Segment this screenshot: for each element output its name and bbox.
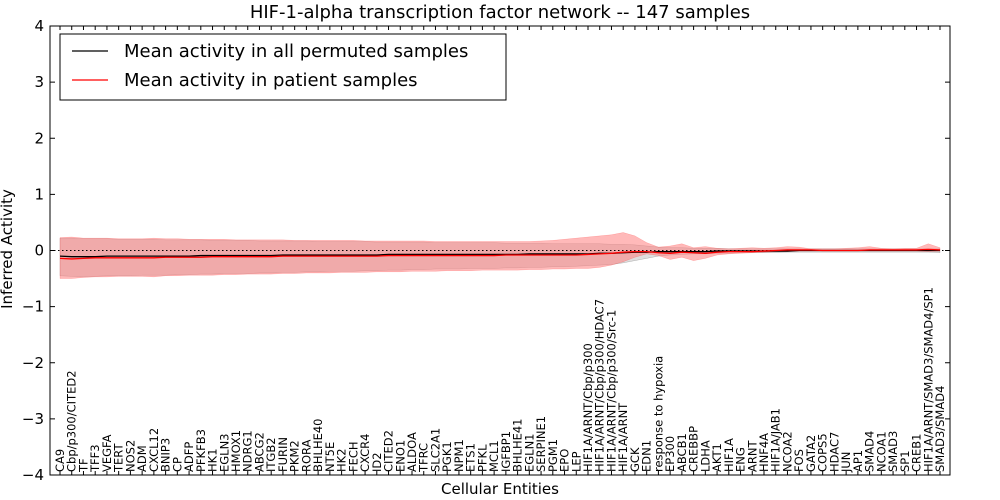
x-tick-label: TFF3 <box>88 444 102 473</box>
x-tick-label: HIF1A/ARNT/Cbp/p300 <box>581 343 595 472</box>
x-tick-label: ID2 <box>370 452 384 472</box>
x-tick-label: EPO <box>558 449 572 472</box>
x-tick-label: NPM1 <box>452 439 466 472</box>
y-tick-label: 2 <box>34 129 44 147</box>
x-tick-label: EGLN1 <box>522 433 536 472</box>
x-tick-label: ABCB1 <box>675 433 689 472</box>
y-tick-label: −3 <box>22 410 44 428</box>
y-tick-label: −4 <box>22 466 44 484</box>
x-tick-label: NOS2 <box>123 440 137 472</box>
x-tick-label: EGLN3 <box>217 433 231 472</box>
y-tick-label: −1 <box>22 298 44 316</box>
x-tick-label: HMOX1 <box>229 430 243 472</box>
x-tick-label: JUN <box>839 452 853 473</box>
y-tick-label: 3 <box>34 73 44 91</box>
x-tick-label: IGFBP1 <box>499 431 513 472</box>
x-tick-label: TFRC <box>417 443 431 473</box>
x-tick-label: NDRG1 <box>241 430 255 472</box>
x-tick-label: EDN1 <box>640 440 654 472</box>
x-tick-label: HIF1A/ARNT/Cbp/p300/Src-1 <box>604 310 618 472</box>
x-tick-label: CREB1 <box>910 434 924 473</box>
x-tick-label: TERT <box>112 443 126 473</box>
x-tick-label: HIF1A/ARNT <box>616 402 630 472</box>
series-line-1 <box>59 248 941 260</box>
x-tick-label: COPS5 <box>816 433 830 472</box>
x-tick-label: LDHA <box>698 440 712 472</box>
x-axis-label: Cellular Entities <box>441 480 559 498</box>
x-tick-label: CREBBP <box>687 426 701 472</box>
x-tick-label: AKT1 <box>710 443 724 472</box>
x-tick-label: SP1 <box>898 450 912 472</box>
x-tick-label: HIF1A/ARNT/Cbp/p300/HDAC7 <box>593 299 607 472</box>
x-tick-label: HDAC7 <box>827 432 841 472</box>
x-tick-label: CA9 <box>53 449 67 472</box>
x-tick-label: MCL1 <box>487 440 501 472</box>
x-tick-label: NT5E <box>323 442 337 472</box>
legend: Mean activity in all permuted samplesMea… <box>59 33 507 101</box>
x-tick-label: PFKFB3 <box>194 429 208 472</box>
x-tick-label: GATA2 <box>804 435 818 472</box>
x-tick-label: SMAD3 <box>886 431 900 472</box>
x-tick-label: FECH <box>346 441 360 472</box>
x-tick-label: BNIP3 <box>159 438 173 472</box>
y-axis-label: Inferred Activity <box>0 189 16 309</box>
x-tick-label: RORA <box>299 439 313 472</box>
y-tick-label: 1 <box>34 185 44 203</box>
x-tick-label: FURIN <box>276 437 290 472</box>
legend-label-1: Mean activity in patient samples <box>124 70 418 91</box>
x-tick-label: ALDOA <box>405 432 419 472</box>
x-tick-label: PKM2 <box>288 440 302 472</box>
x-tick-label: PGM1 <box>546 439 560 472</box>
x-tick-label: AP1 <box>851 450 865 472</box>
y-tick-label: 4 <box>34 17 44 35</box>
x-tick-label: ENO1 <box>393 440 407 472</box>
x-tick-label: BHLHE41 <box>511 419 525 473</box>
x-tick-label: ITGB2 <box>264 437 278 472</box>
x-tick-label: SMAD4 <box>863 431 877 472</box>
y-tick-label: −2 <box>22 354 44 372</box>
x-tick-label: ABCG2 <box>252 432 266 472</box>
x-tick-label: CITED2 <box>382 430 396 472</box>
x-tick-label: CP <box>170 457 184 472</box>
x-tick-label: SMAD3/SMAD4 <box>933 386 947 472</box>
y-tick-label: 0 <box>34 242 44 260</box>
x-tick-label: ADM <box>135 445 149 472</box>
x-tick-label: ARNT <box>745 440 759 472</box>
x-tick-label: EP300 <box>663 436 677 472</box>
x-tick-label: CXCL12 <box>147 428 161 472</box>
x-tick-label: PFKL <box>475 444 489 472</box>
x-tick-label: response to hypoxia <box>651 356 665 472</box>
x-tick-label: ADFP <box>182 442 196 472</box>
x-tick-label: TF <box>76 458 90 473</box>
x-tick-label: NCOA2 <box>780 431 794 472</box>
series-line-0 <box>59 249 940 258</box>
x-tick-label: HIF1A/ARNT/SMAD3/SMAD4/SP1 <box>921 287 935 472</box>
x-tick-label: HIF1A <box>722 438 736 472</box>
x-tick-label: FOS <box>792 449 806 472</box>
x-tick-label: HNF4A <box>757 433 771 472</box>
x-tick-label: Cbp/p300/CITED2 <box>65 370 79 472</box>
x-tick-label: PGK1 <box>440 441 454 472</box>
x-tick-label: HK1 <box>206 448 220 472</box>
legend-label-0: Mean activity in all permuted samples <box>124 41 468 62</box>
x-tick-label: LEP <box>569 451 583 472</box>
x-tick-label: ETS1 <box>464 443 478 472</box>
plot-area: −4 −3 −2 −1 0 1 2 3 4CA9Cbp/p300/CITED2TFTFF3VEG… <box>22 17 951 484</box>
x-tick-label: NCOA1 <box>874 431 888 472</box>
x-tick-label: GCK <box>628 447 642 472</box>
x-tick-label: HIF1A/JAB1 <box>769 408 783 472</box>
x-tick-label: SLC2A1 <box>428 428 442 472</box>
x-tick-label: VEGFA <box>100 434 114 472</box>
x-tick-label: ENG <box>734 447 748 472</box>
legend-box <box>59 33 507 101</box>
x-tick-label: CXCR4 <box>358 434 372 472</box>
chart-title: HIF-1-alpha transcription factor network… <box>250 2 750 23</box>
x-tick-label: BHLHE40 <box>311 419 325 473</box>
x-tick-label: HK2 <box>335 448 349 472</box>
x-tick-label: SERPINE1 <box>534 416 548 472</box>
